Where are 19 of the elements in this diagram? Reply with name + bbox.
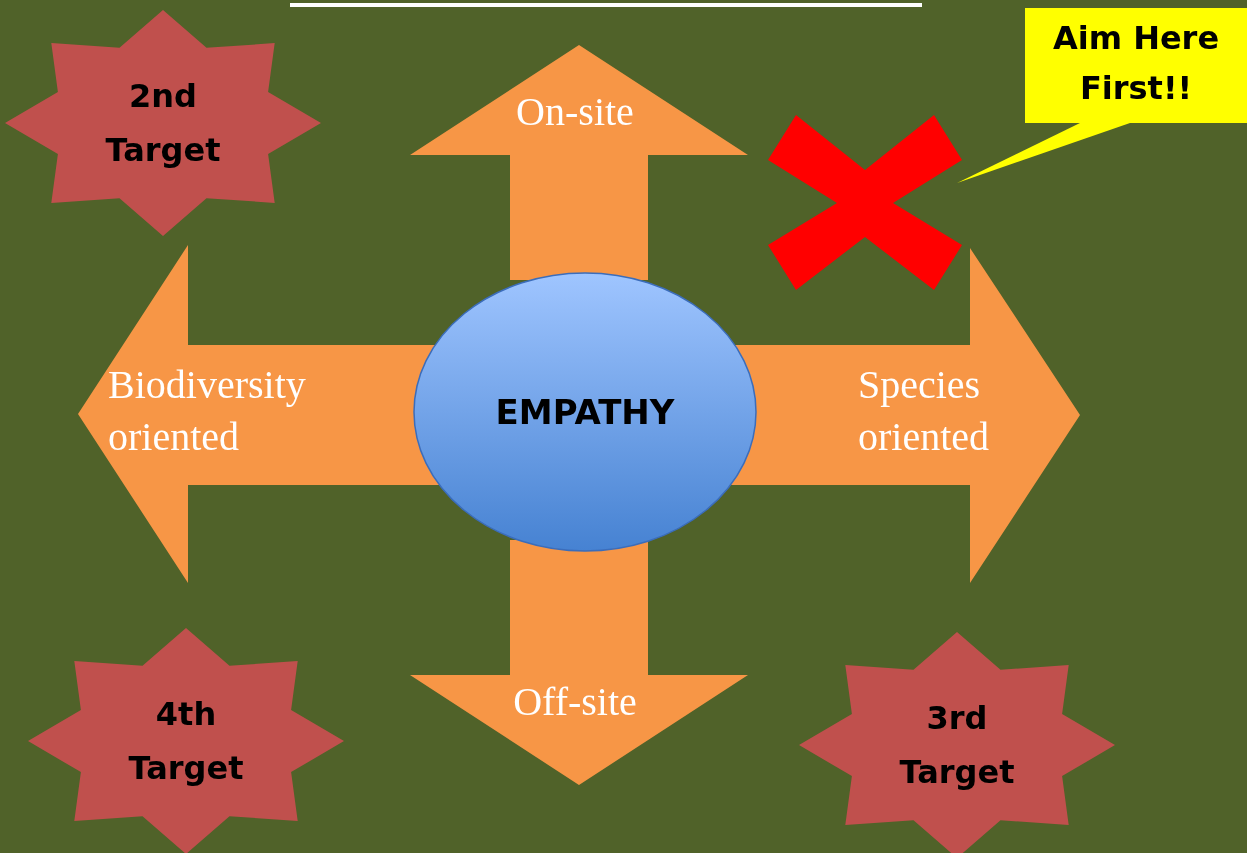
target-label: 4th Target	[127, 694, 245, 789]
center-label: EMPATHY	[494, 391, 676, 434]
target-star	[5, 10, 321, 236]
target-star	[799, 632, 1115, 853]
arrow-label: Species oriented	[858, 358, 1038, 464]
callout-pointer	[957, 123, 1130, 183]
block-arrow	[78, 245, 440, 583]
block-arrow	[730, 248, 1080, 583]
arrow-label: On-site	[490, 86, 660, 138]
cross-icon	[768, 115, 962, 290]
target-label: 2nd Target	[104, 76, 222, 171]
arrow-label: Biodiversity oriented	[108, 358, 370, 464]
center-ellipse	[413, 272, 757, 552]
arrow-label: Off-site	[485, 676, 665, 728]
block-arrow	[410, 540, 748, 785]
target-star	[28, 628, 344, 853]
target-label: 3rd Target	[898, 698, 1016, 793]
callout-text: Aim Here First!!	[1051, 18, 1221, 109]
block-arrow	[410, 45, 748, 280]
